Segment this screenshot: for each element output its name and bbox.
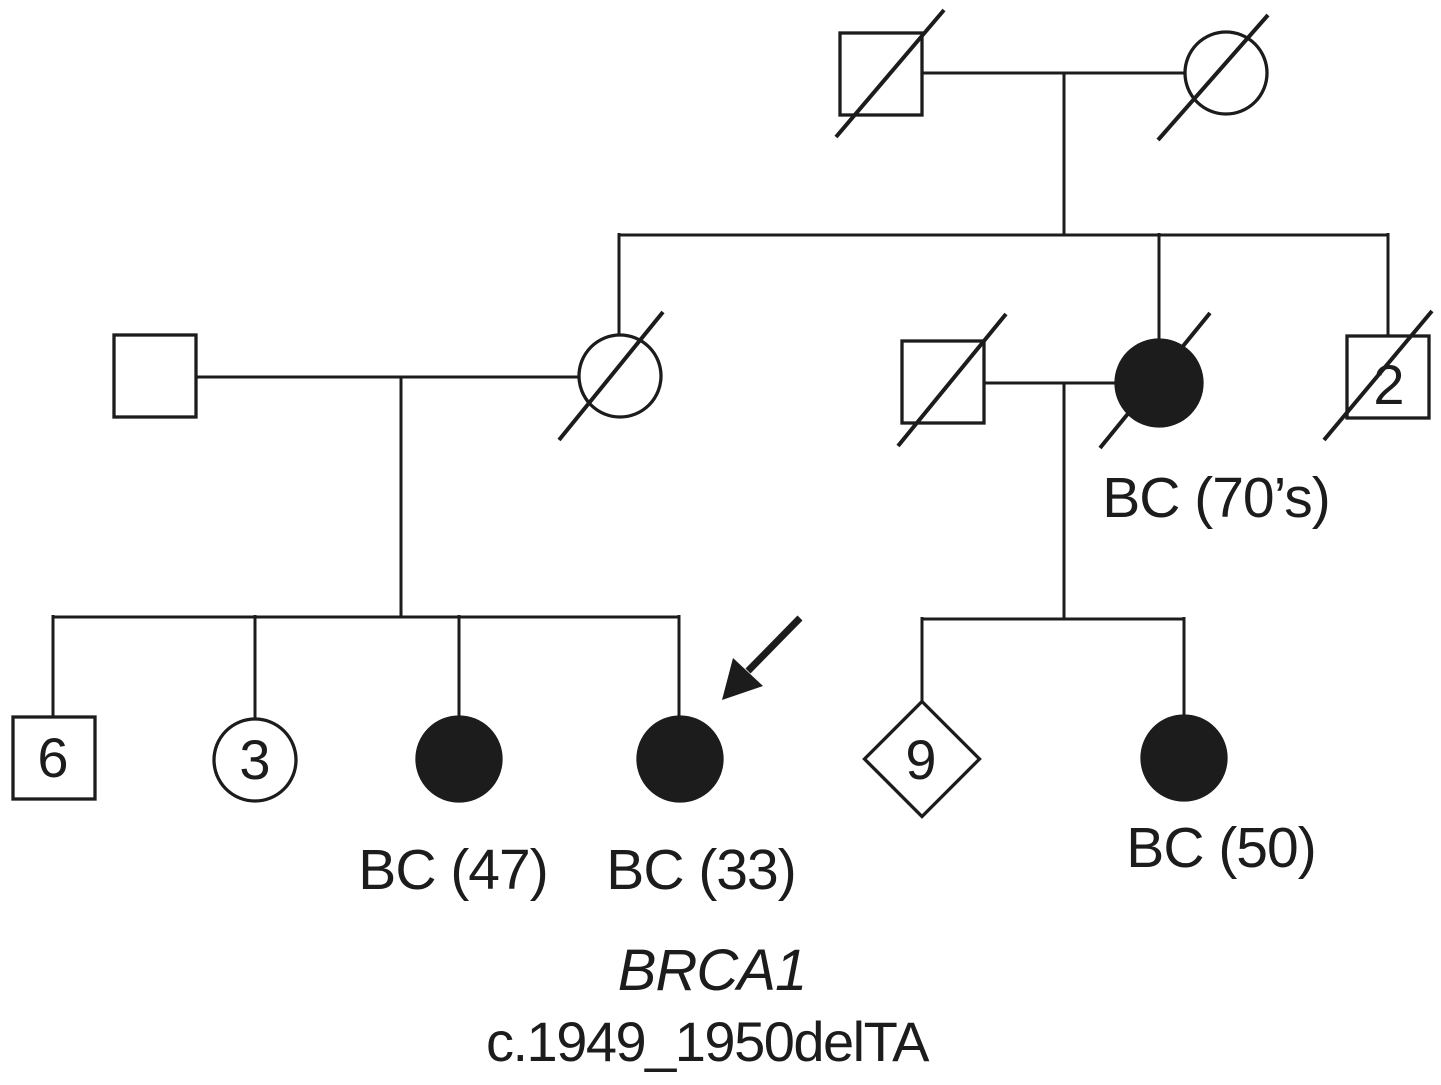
gen3-left-2-count-label: 3 xyxy=(239,728,270,791)
gen3-right-2-annotation: BC (50) xyxy=(1126,816,1315,880)
gen2-right-father-deceased-slash xyxy=(896,312,1008,448)
gen2-far-right-siblings-symbol xyxy=(1345,334,1431,420)
gene-variant-label: c.1949_1950delTA xyxy=(486,1010,930,1073)
gen2-right-mother-annotation: BC (70’s) xyxy=(1102,466,1330,530)
gen2-left-mother-deceased-slash xyxy=(557,310,665,442)
proband-arrow-icon xyxy=(722,615,803,700)
gen3-left-4-annotation: BC (33) xyxy=(606,838,795,902)
gen2-far-left-male-symbol xyxy=(112,333,198,419)
gen1-right-female-deceased-slash xyxy=(1156,13,1270,142)
gen1-right-female-symbol xyxy=(1183,30,1269,116)
generation-1 xyxy=(834,8,1270,142)
generation-2: BC (70’s) 2 xyxy=(112,309,1434,530)
gen3-left-3-annotation: BC (47) xyxy=(358,838,547,902)
gen2-far-right-count-label: 2 xyxy=(1373,353,1404,416)
gen1-left-male-deceased-slash xyxy=(834,8,946,139)
relationship-lines xyxy=(51,71,1390,720)
mutation-caption: BRCA1 c.1949_1950delTA xyxy=(486,938,932,1073)
gen3-left-2-female-symbol xyxy=(212,717,298,803)
gen1-left-male-symbol xyxy=(838,31,924,117)
gene-name-label: BRCA1 xyxy=(618,938,806,1003)
gen3-left-1-male-symbol xyxy=(11,715,97,801)
generation-3-right: 9 BC (50) xyxy=(862,699,1317,880)
gen3-right-1-unknown-sex-symbol xyxy=(862,699,982,819)
gen3-left-1-count-label: 6 xyxy=(37,726,68,789)
proband-arrow-shaft xyxy=(745,615,803,674)
gen3-right-1-count-label: 9 xyxy=(905,728,936,791)
gen2-left-mother-symbol xyxy=(577,333,663,419)
gen3-left-4-proband-symbol xyxy=(636,715,724,803)
proband-arrow-head xyxy=(722,658,763,700)
gen2-far-right-deceased-slash xyxy=(1322,309,1434,442)
gen3-left-3-affected-symbol xyxy=(415,715,503,803)
gen2-right-mother-deceased-slash xyxy=(1098,311,1212,450)
gen3-right-2-affected-symbol xyxy=(1140,714,1228,802)
generation-3-left: 6 3 BC (47) BC (33) xyxy=(11,615,803,902)
